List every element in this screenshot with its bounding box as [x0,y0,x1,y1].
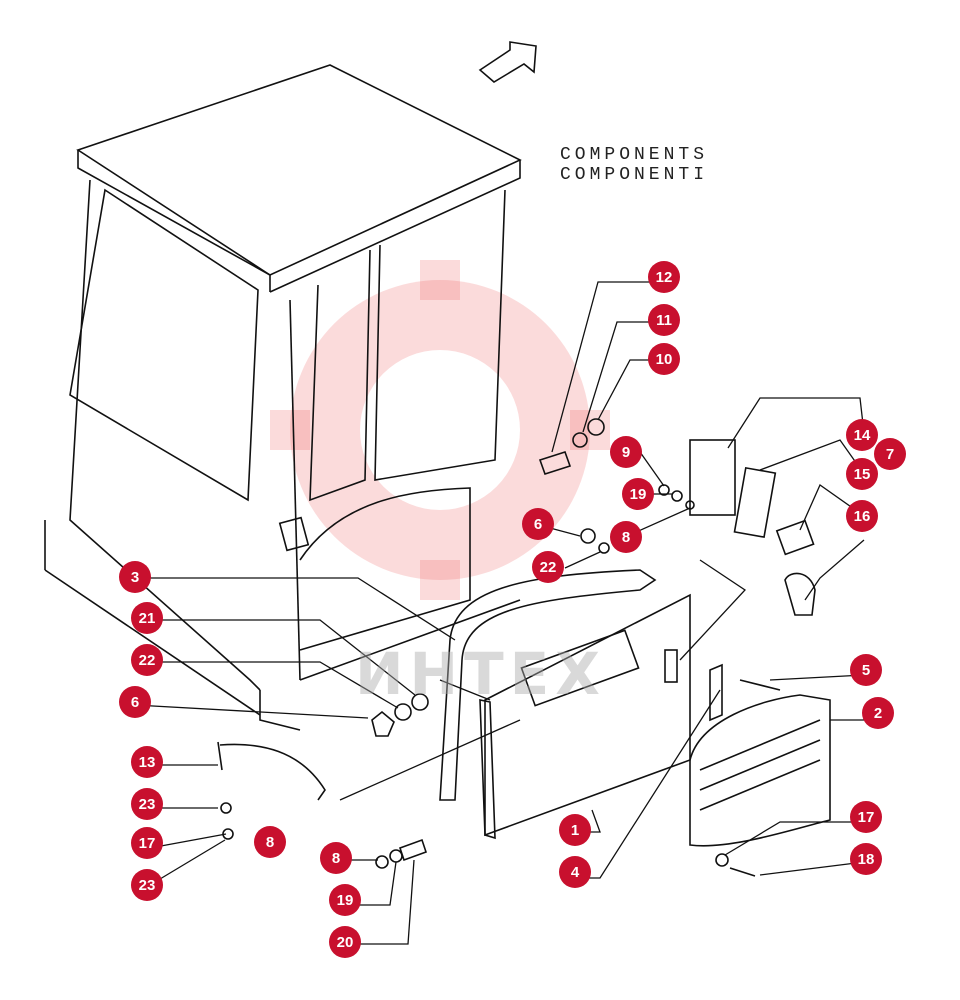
direction-arrow-icon [478,41,537,83]
title-line-2: COMPONENTI [560,165,709,185]
callout-6[interactable]: 6 [522,508,554,540]
callout-8b[interactable]: 8 [254,826,286,858]
callout-11[interactable]: 11 [648,304,680,336]
door-handle [689,663,831,847]
callout-6b[interactable]: 6 [119,686,151,718]
callout-20[interactable]: 20 [329,926,361,958]
cab-body [44,64,522,731]
callout-23b[interactable]: 23 [131,869,163,901]
callout-3[interactable]: 3 [119,561,151,593]
callout-2[interactable]: 2 [862,697,894,729]
callout-7[interactable]: 7 [874,438,906,470]
hardware-parts [217,418,781,877]
lock-assembly [689,439,816,616]
callout-5[interactable]: 5 [850,654,882,686]
callout-4[interactable]: 4 [559,856,591,888]
watermark-text: ИНТЕХ [355,640,606,708]
gear-watermark-hole [360,350,520,510]
callout-9[interactable]: 9 [610,436,642,468]
callout-19[interactable]: 19 [622,478,654,510]
callout-21[interactable]: 21 [131,602,163,634]
callout-8c[interactable]: 8 [320,842,352,874]
callout-14[interactable]: 14 [846,419,878,451]
callout-16[interactable]: 16 [846,500,878,532]
callout-18[interactable]: 18 [850,843,882,875]
callout-22[interactable]: 22 [532,551,564,583]
callout-12[interactable]: 12 [648,261,680,293]
callout-23[interactable]: 23 [131,788,163,820]
callout-17[interactable]: 17 [131,827,163,859]
callout-15[interactable]: 15 [846,458,878,490]
callout-8[interactable]: 8 [610,521,642,553]
callout-1[interactable]: 1 [559,814,591,846]
callout-19b[interactable]: 19 [329,884,361,916]
callout-10[interactable]: 10 [648,343,680,375]
callout-22b[interactable]: 22 [131,644,163,676]
callout-13[interactable]: 13 [131,746,163,778]
title-line-1: COMPONENTS [560,145,709,165]
callout-17b[interactable]: 17 [850,801,882,833]
leader-lines [134,281,865,945]
